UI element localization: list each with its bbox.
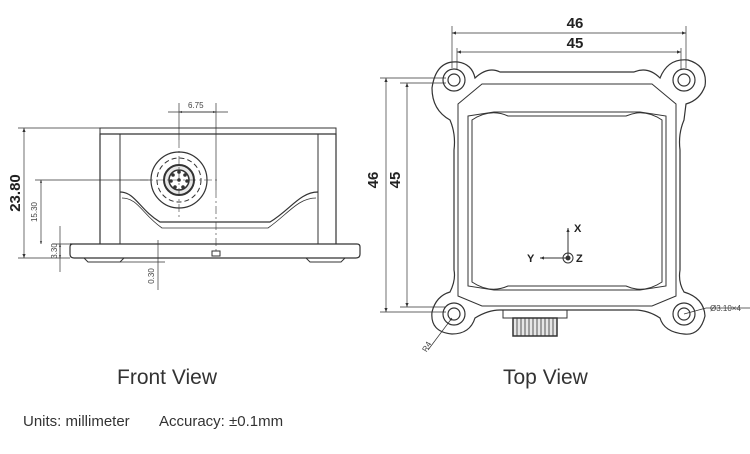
front-body [99, 133, 337, 244]
top-dimension-texts: 46 45 46 45 Ø3.10×4 R4 [365, 15, 741, 353]
axis-y-label: Y [527, 253, 535, 265]
units-note: Units: millimeter [23, 413, 130, 430]
dim-inner-width: 45 [567, 35, 584, 52]
dim-connector-offset: 6.75 [188, 101, 204, 110]
front-cutout-contour [119, 191, 319, 223]
top-view-caption: Top View [503, 366, 588, 389]
top-window [471, 112, 663, 290]
axis-labels: X Y Z [527, 223, 583, 265]
dim-outer-width: 46 [567, 15, 584, 32]
dim-base-height: 3.30 [50, 243, 59, 259]
dim-total-height: 23.80 [7, 174, 24, 212]
top-plate-outline [431, 59, 706, 335]
top-connector [502, 310, 568, 337]
axis-symbol [540, 228, 574, 264]
accuracy-note: Accuracy: ±0.1mm [159, 413, 284, 430]
front-cutout-inner [121, 197, 317, 229]
front-view-caption: Front View [117, 366, 217, 389]
dim-connector-height: 15.30 [30, 201, 39, 222]
front-dimension-texts: 6.75 23.80 15.30 3.30 0.30 [7, 101, 204, 284]
axis-z-label: Z [576, 253, 583, 265]
dim-foot-gap: 0.30 [147, 268, 156, 284]
top-mounting-holes [442, 68, 696, 326]
axis-x-label: X [574, 223, 582, 235]
dim-inner-height: 45 [387, 172, 404, 189]
front-centerlines [140, 140, 218, 251]
front-base-plate [69, 243, 361, 259]
top-dimensions [380, 26, 750, 351]
front-center-notch [211, 250, 221, 257]
front-dimensions [18, 103, 228, 290]
top-frame-outer [457, 83, 677, 307]
front-view-drawing [69, 127, 361, 263]
top-view-drawing [431, 59, 706, 337]
front-body-inner-edges [99, 127, 337, 244]
dim-corner-radius: R4 [420, 340, 433, 354]
dim-hole-spec: Ø3.10×4 [710, 304, 741, 313]
front-base-feet [83, 257, 346, 263]
top-frame-inner [467, 111, 667, 291]
dim-outer-height: 46 [365, 172, 382, 189]
